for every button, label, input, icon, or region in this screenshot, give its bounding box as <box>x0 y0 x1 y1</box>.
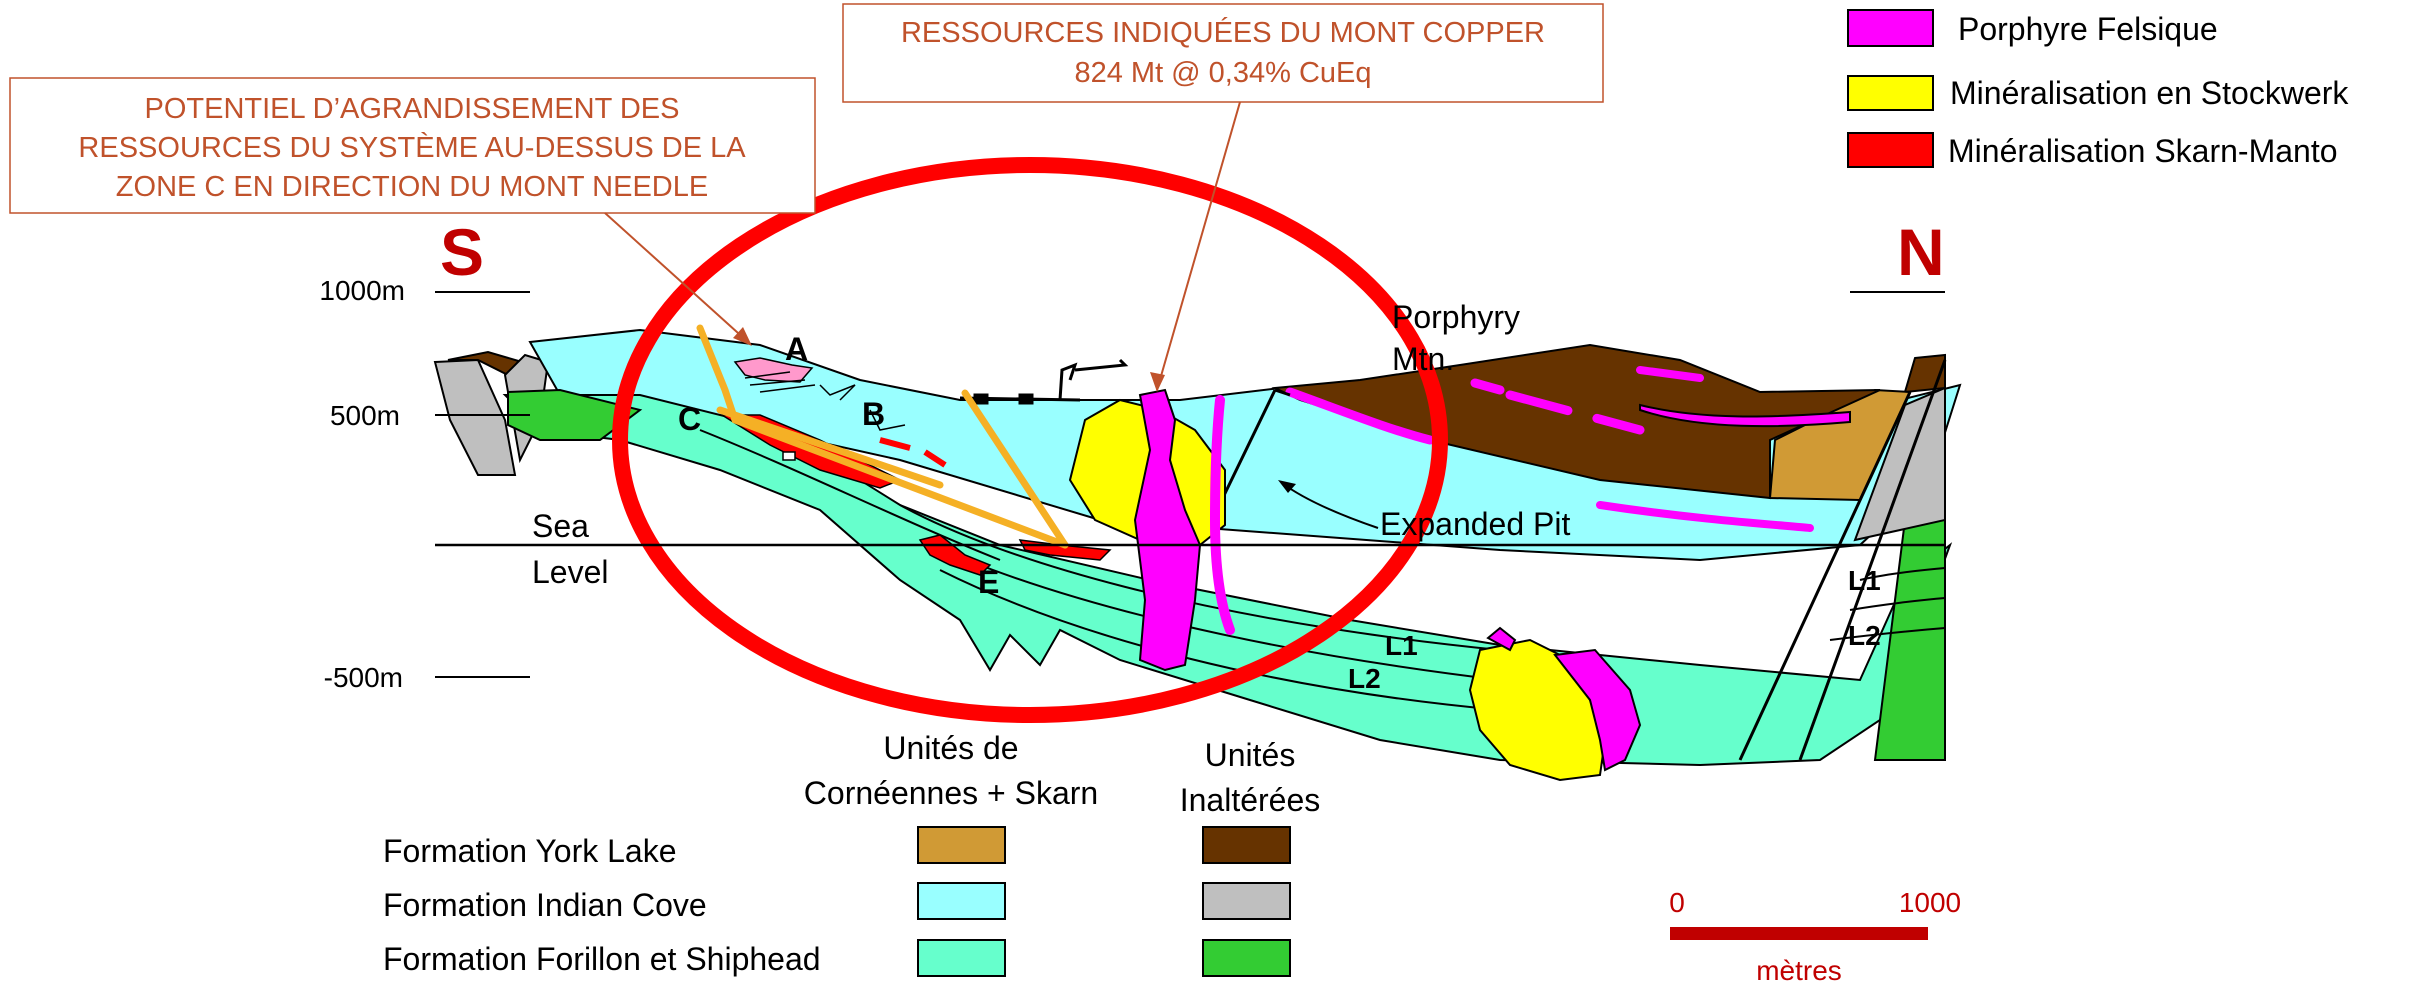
layer-l2-center: L2 <box>1348 663 1381 694</box>
scale-unit: mètres <box>1756 955 1842 986</box>
swatch-york-lake-unaltered <box>1202 826 1291 864</box>
orange-boundary-lines <box>696 324 1069 549</box>
legend-felsic-swatch <box>1847 9 1934 47</box>
zone-c-label: C <box>678 401 701 437</box>
surface-infrastructure <box>959 358 1129 405</box>
porphyry-mtn-label-1: Porphyry <box>1392 299 1520 335</box>
callout-potential-line3: ZONE C EN DIRECTION DU MONT NEEDLE <box>116 171 708 203</box>
felsic-porphyry-dike <box>1133 388 1202 672</box>
zone-a-skarn <box>733 357 814 383</box>
callout-potential: POTENTIEL D’AGRANDISSEMENT DES RESSOURCE… <box>9 77 816 346</box>
felsic-porphyry-tip <box>1486 626 1517 652</box>
swatch-york-lake-altered <box>917 826 1006 864</box>
callout-potential-line1: POTENTIEL D’AGRANDISSEMENT DES <box>145 93 680 125</box>
area-of-interest-ellipse <box>612 157 1448 723</box>
scale-start: 0 <box>1669 887 1685 918</box>
scale-bar-rect <box>1670 927 1928 940</box>
legend-skarn-label: Minéralisation Skarn-Manto <box>1948 133 2338 169</box>
elev-500-label: 500m <box>330 400 400 431</box>
zone-e-label: E <box>978 564 999 600</box>
legend-top: Porphyre Felsique Minéralisation en Stoc… <box>1847 9 2349 169</box>
legend-row-indian-cove: Formation Indian Cove <box>383 887 707 923</box>
legend-stockwerk-swatch <box>1847 75 1934 111</box>
scale-end: 1000 <box>1899 887 1961 918</box>
porphyry-stringers <box>1209 366 1814 635</box>
callout-resources-line1: RESSOURCES INDIQUÉES DU MONT COPPER <box>901 16 1545 49</box>
south-label: S <box>440 215 484 289</box>
legend-row-forillon: Formation Forillon et Shiphead <box>383 941 821 977</box>
expanded-pit-label: Expanded Pit <box>1380 506 1570 542</box>
swatch-forillon-unaltered <box>1202 939 1291 977</box>
elev-1000-label: 1000m <box>319 275 405 306</box>
legend-bottom: Unités de Cornéennes + Skarn Unités Inal… <box>383 730 1320 977</box>
layer-l1-center: L1 <box>1385 630 1418 661</box>
zone-a-label: A <box>785 331 808 367</box>
sea-level-label-1: Sea <box>532 508 589 544</box>
legend-row-york-lake: Formation York Lake <box>383 833 677 869</box>
layer-l2-right: L2 <box>1848 620 1881 651</box>
scale-bar: 0 1000 mètres <box>1669 887 1961 986</box>
callout-potential-line2: RESSOURCES DU SYSTÈME AU-DESSUS DE LA <box>78 131 746 164</box>
unaltered-indian-cove-left <box>433 358 517 476</box>
elevation-axis: 1000m 500m Sea Level -500m <box>319 275 1945 693</box>
legend-col-altered-2: Cornéennes + Skarn <box>804 775 1098 811</box>
felsic-porphyry-lower <box>1553 648 1642 772</box>
expanded-pit-outline <box>1274 388 1291 397</box>
porphyry-flat-sill <box>1639 403 1851 428</box>
legend-col-unaltered-2: Inaltérées <box>1180 782 1321 818</box>
legend-skarn-swatch <box>1847 132 1934 168</box>
zone-a-b-hatch <box>744 371 906 431</box>
callout-resources: RESSOURCES INDIQUÉES DU MONT COPPER 824 … <box>842 3 1604 392</box>
elev-minus500-label: -500m <box>324 662 403 693</box>
swatch-forillon-altered <box>917 939 1006 977</box>
legend-col-altered-1: Unités de <box>883 730 1018 766</box>
zone-b-skarn-manto <box>879 437 947 468</box>
legend-col-unaltered-1: Unités <box>1205 737 1296 773</box>
legend-stockwerk-label: Minéralisation en Stockwerk <box>1950 75 2349 111</box>
drillcore-marker <box>782 451 796 461</box>
porphyry-mtn-label-2: Mtn. <box>1392 341 1454 377</box>
swatch-indian-cove-unaltered <box>1202 882 1291 920</box>
sea-level-label-2: Level <box>532 554 609 590</box>
north-label: N <box>1897 215 1945 289</box>
legend-felsic-label: Porphyre Felsique <box>1958 11 2218 47</box>
expanded-pit-arrowhead <box>1278 480 1296 493</box>
zone-b-label: B <box>862 396 885 432</box>
layer-l1-right: L1 <box>1848 565 1881 596</box>
callout-resources-line2: 824 Mt @ 0,34% CuEq <box>1074 57 1371 89</box>
forillon-unaltered-left <box>507 388 643 441</box>
york-lake-unaltered-right <box>1903 353 1946 394</box>
swatch-indian-cove-altered <box>917 882 1006 920</box>
